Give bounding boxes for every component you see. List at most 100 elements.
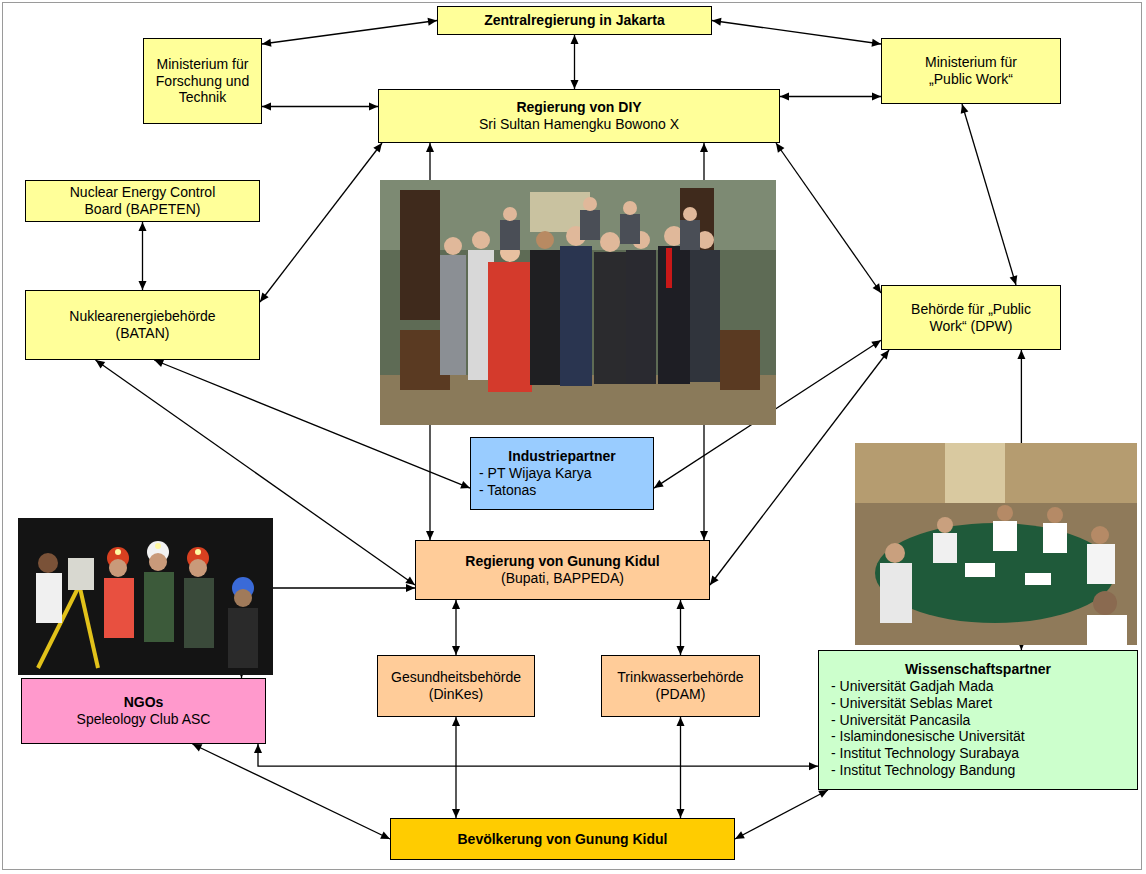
photo-shape [933,533,957,563]
connector-line [780,96,881,97]
partner-box: Wissenschaftspartner- Universität Gadjah… [818,650,1138,790]
photo-shape [1043,523,1067,553]
node-text: - Tatonas [479,482,645,499]
connector-line [262,106,378,107]
connector-arrow [677,717,685,818]
photo-shape [560,246,592,386]
photo-shape [36,541,258,668]
connector-line [262,21,437,45]
agency-box: Nuclear Energy Control Board (BAPETEN) [25,180,260,222]
ministry-box: Ministerium für Forschung und Technik [143,38,262,124]
photo-shape [626,250,656,384]
arrow-head [405,577,415,585]
photo-shape [472,231,490,249]
photo-shape [620,214,640,244]
connector-line [712,21,881,45]
photo-shape [115,549,121,555]
arrow-head [700,143,708,152]
photo-shape [155,543,161,549]
node-text: Sri Sultan Hamengku Bowono X [385,116,773,133]
photo-shape [1091,526,1109,544]
photo-shape [965,563,995,577]
node-title: Nuklearenergiebehörde (BATAN) [66,308,219,342]
photo-shape [885,543,905,563]
connector-arrow [262,18,437,47]
connector-arrow [262,103,378,111]
node-title: Bevölkerung von Gunung Kidul [397,831,728,848]
node-text: - Islamindonesische Universität [831,728,1125,745]
photo-shape [536,231,554,249]
arrow-head [710,575,719,585]
node-text: - Universität Seblas Maret [831,695,1125,712]
arrow-head [872,93,881,101]
arrow-head [1017,350,1025,359]
photo-shape [937,517,953,533]
connector-arrow [961,104,1018,285]
arrow-head [373,143,382,153]
photo-shape [228,608,258,668]
node-text: - Institut Technology Bandung [831,762,1125,779]
node-title: Behörde für „Public Work“ (DPW) [900,301,1042,335]
photo-shape [683,207,697,221]
ministry-box: Ministerium für „Public Work“ [881,38,1061,104]
photo-shape [623,201,637,215]
photo-shape [109,559,127,577]
arrow-head [262,103,271,111]
node-text: Speleology Club ASC [28,711,259,728]
arrow-head [780,93,789,101]
photo-shape [234,589,252,607]
arrow-head [818,790,828,798]
photo-shape [440,197,720,392]
government-box: Regierung von Gunung Kidul(Bupati, BAPPE… [415,540,710,600]
node-title: Gesundheitsbehörde (DinKes) [384,669,528,703]
node-title: Industriepartner [479,448,645,465]
government-box: Regierung von DIYSri Sultan Hamengku Bow… [378,89,780,143]
arrow-head [654,480,664,488]
node-title: Regierung von DIY [385,99,773,116]
agency-box: Gesundheitsbehörde (DinKes) [377,655,535,717]
arrow-head [260,292,269,302]
node-title: Zentralregierung in Jakarta [442,12,707,29]
node-text: - PT Wijaya Karya [479,465,645,482]
arrow-head [712,18,721,26]
arrow-head [677,600,685,609]
photo-shape [880,505,1127,645]
photo-shape [80,588,98,668]
partner-box: Industriepartner- PT Wijaya Karya- Taton… [470,437,654,510]
arrow-head [776,143,784,153]
connector-line [735,790,828,839]
arrow-head [677,809,685,818]
arrow-head [880,350,889,360]
arrow-head [426,143,434,152]
photo-shape [580,210,600,240]
meeting-photo [855,443,1137,645]
arrow-head [961,104,969,114]
arrow-head [460,481,470,488]
photo-shape [855,443,1137,645]
arrow-head [677,646,685,655]
node-title: Ministerium für Forschung und Technik [148,56,257,106]
arrow-head [139,222,147,231]
connector-arrow [452,600,460,655]
photo-shape [36,573,62,623]
connector-line [258,744,818,766]
photo-shape [720,330,760,390]
photo-shape [189,559,207,577]
photo-shape [530,250,560,385]
connector-arrow [139,222,147,290]
arrow-head [380,831,390,839]
arrow-head [139,281,147,290]
photo-shape [144,572,174,642]
node-text: (Bupati, BAPPEDA) [422,570,703,587]
photo-shape [1047,507,1063,523]
arrow-head [452,600,460,609]
node-title: Nuclear Energy Control Board (BAPETEN) [61,184,224,218]
government-box: Zentralregierung in Jakarta [437,6,712,35]
arrow-head [369,103,378,111]
connector-line [260,143,382,302]
photo-shape [583,197,597,211]
arrow-head [700,531,708,540]
connector-arrow [260,143,382,302]
connector-arrow [712,18,881,47]
photo-shape [1093,591,1117,615]
